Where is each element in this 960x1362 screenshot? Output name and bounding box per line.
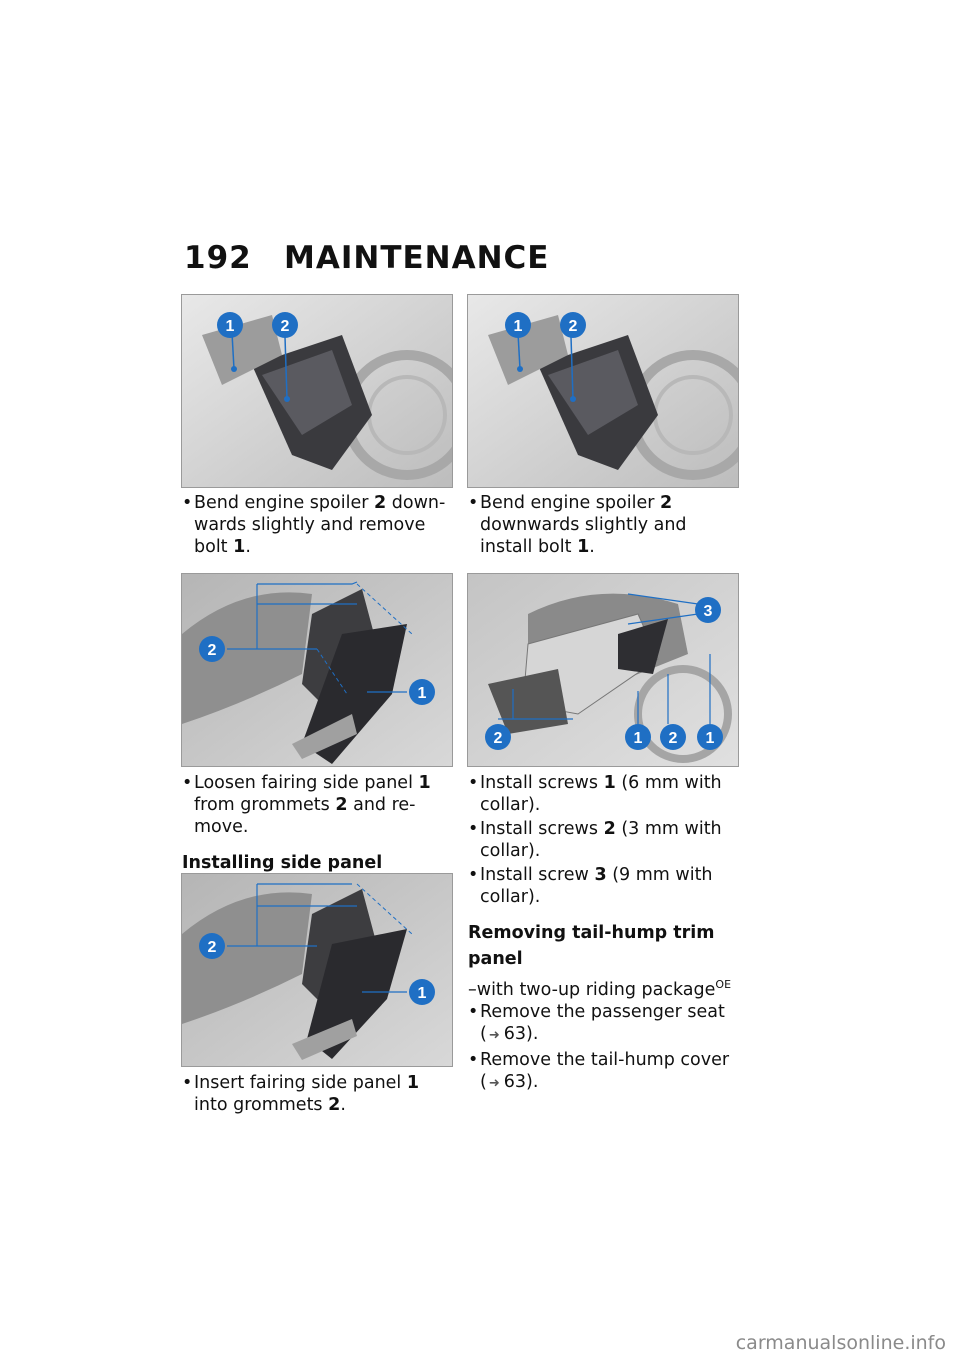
page-ref-link[interactable]: 63). <box>503 1023 539 1044</box>
figure-engine-spoiler-remove: 1 2 <box>181 294 453 488</box>
svg-text:1: 1 <box>706 730 715 747</box>
left-step-1: Bend engine spoiler 2 down-wards slightl… <box>182 492 454 558</box>
section-heading-installing-side-panel: Installing side panel <box>182 853 383 873</box>
svg-text:1: 1 <box>418 685 427 702</box>
step-screw-3: Install screw 3 (9 mm with collar). <box>468 864 740 908</box>
page-ref-arrow-icon: ➜ <box>488 1027 500 1043</box>
callout-1: 1 <box>409 679 435 705</box>
ref-passenger-seat: Remove the passenger seat(➜63). <box>468 1001 740 1047</box>
svg-text:1: 1 <box>634 730 643 747</box>
condition-note: –with two-up riding packageOE <box>468 978 732 1000</box>
figure-engine-spoiler-install: 1 2 <box>467 294 739 488</box>
svg-text:3: 3 <box>704 603 713 620</box>
right-steps: Install screws 1 (6 mm with collar). Ins… <box>468 772 740 1095</box>
page-number: 192 <box>184 240 252 276</box>
callout-2: 2 <box>272 312 298 338</box>
callout-1: 1 <box>409 979 435 1005</box>
svg-text:2: 2 <box>281 318 290 335</box>
callout-2: 2 <box>660 724 686 750</box>
callout-2: 2 <box>485 724 511 750</box>
svg-text:2: 2 <box>569 318 578 335</box>
svg-text:2: 2 <box>208 642 217 659</box>
figure-screws-install: 3 2 1 2 1 <box>467 573 739 767</box>
figure-fairing-side-panel-remove: 2 1 <box>181 573 453 767</box>
callout-1: 1 <box>625 724 651 750</box>
svg-text:1: 1 <box>514 318 523 335</box>
right-step-1: Bend engine spoiler 2 downwards slightly… <box>468 492 740 558</box>
svg-text:2: 2 <box>208 939 217 956</box>
callout-1: 1 <box>697 724 723 750</box>
svg-text:2: 2 <box>494 730 503 747</box>
ref-tail-hump-cover: Remove the tail-hump cover(➜63). <box>468 1049 740 1095</box>
svg-text:1: 1 <box>418 985 427 1002</box>
page-ref-arrow-icon: ➜ <box>488 1075 500 1091</box>
page-header: 192 MAINTENANCE <box>184 240 549 276</box>
callout-3: 3 <box>695 597 721 623</box>
left-step-3: Insert fairing side panel 1 into grommet… <box>182 1072 454 1116</box>
step-screws-2: Install screws 2 (3 mm with collar). <box>468 818 740 862</box>
page-ref-link[interactable]: 63). <box>503 1071 539 1092</box>
page-title: MAINTENANCE <box>284 240 550 276</box>
callout-2: 2 <box>199 933 225 959</box>
svg-text:2: 2 <box>669 730 678 747</box>
callout-1: 1 <box>217 312 243 338</box>
step-screws-1: Install screws 1 (6 mm with collar). <box>468 772 740 816</box>
callout-1: 1 <box>505 312 531 338</box>
left-step-2: Loosen fairing side panel 1 from grommet… <box>182 772 454 878</box>
watermark: carmanualsonline.info <box>735 1332 946 1354</box>
section-heading-removing-tail-hump: Removing tail-hump trim panel <box>468 923 715 969</box>
svg-text:1: 1 <box>226 318 235 335</box>
callout-2: 2 <box>560 312 586 338</box>
figure-fairing-side-panel-install: 2 1 <box>181 873 453 1067</box>
callout-2: 2 <box>199 636 225 662</box>
